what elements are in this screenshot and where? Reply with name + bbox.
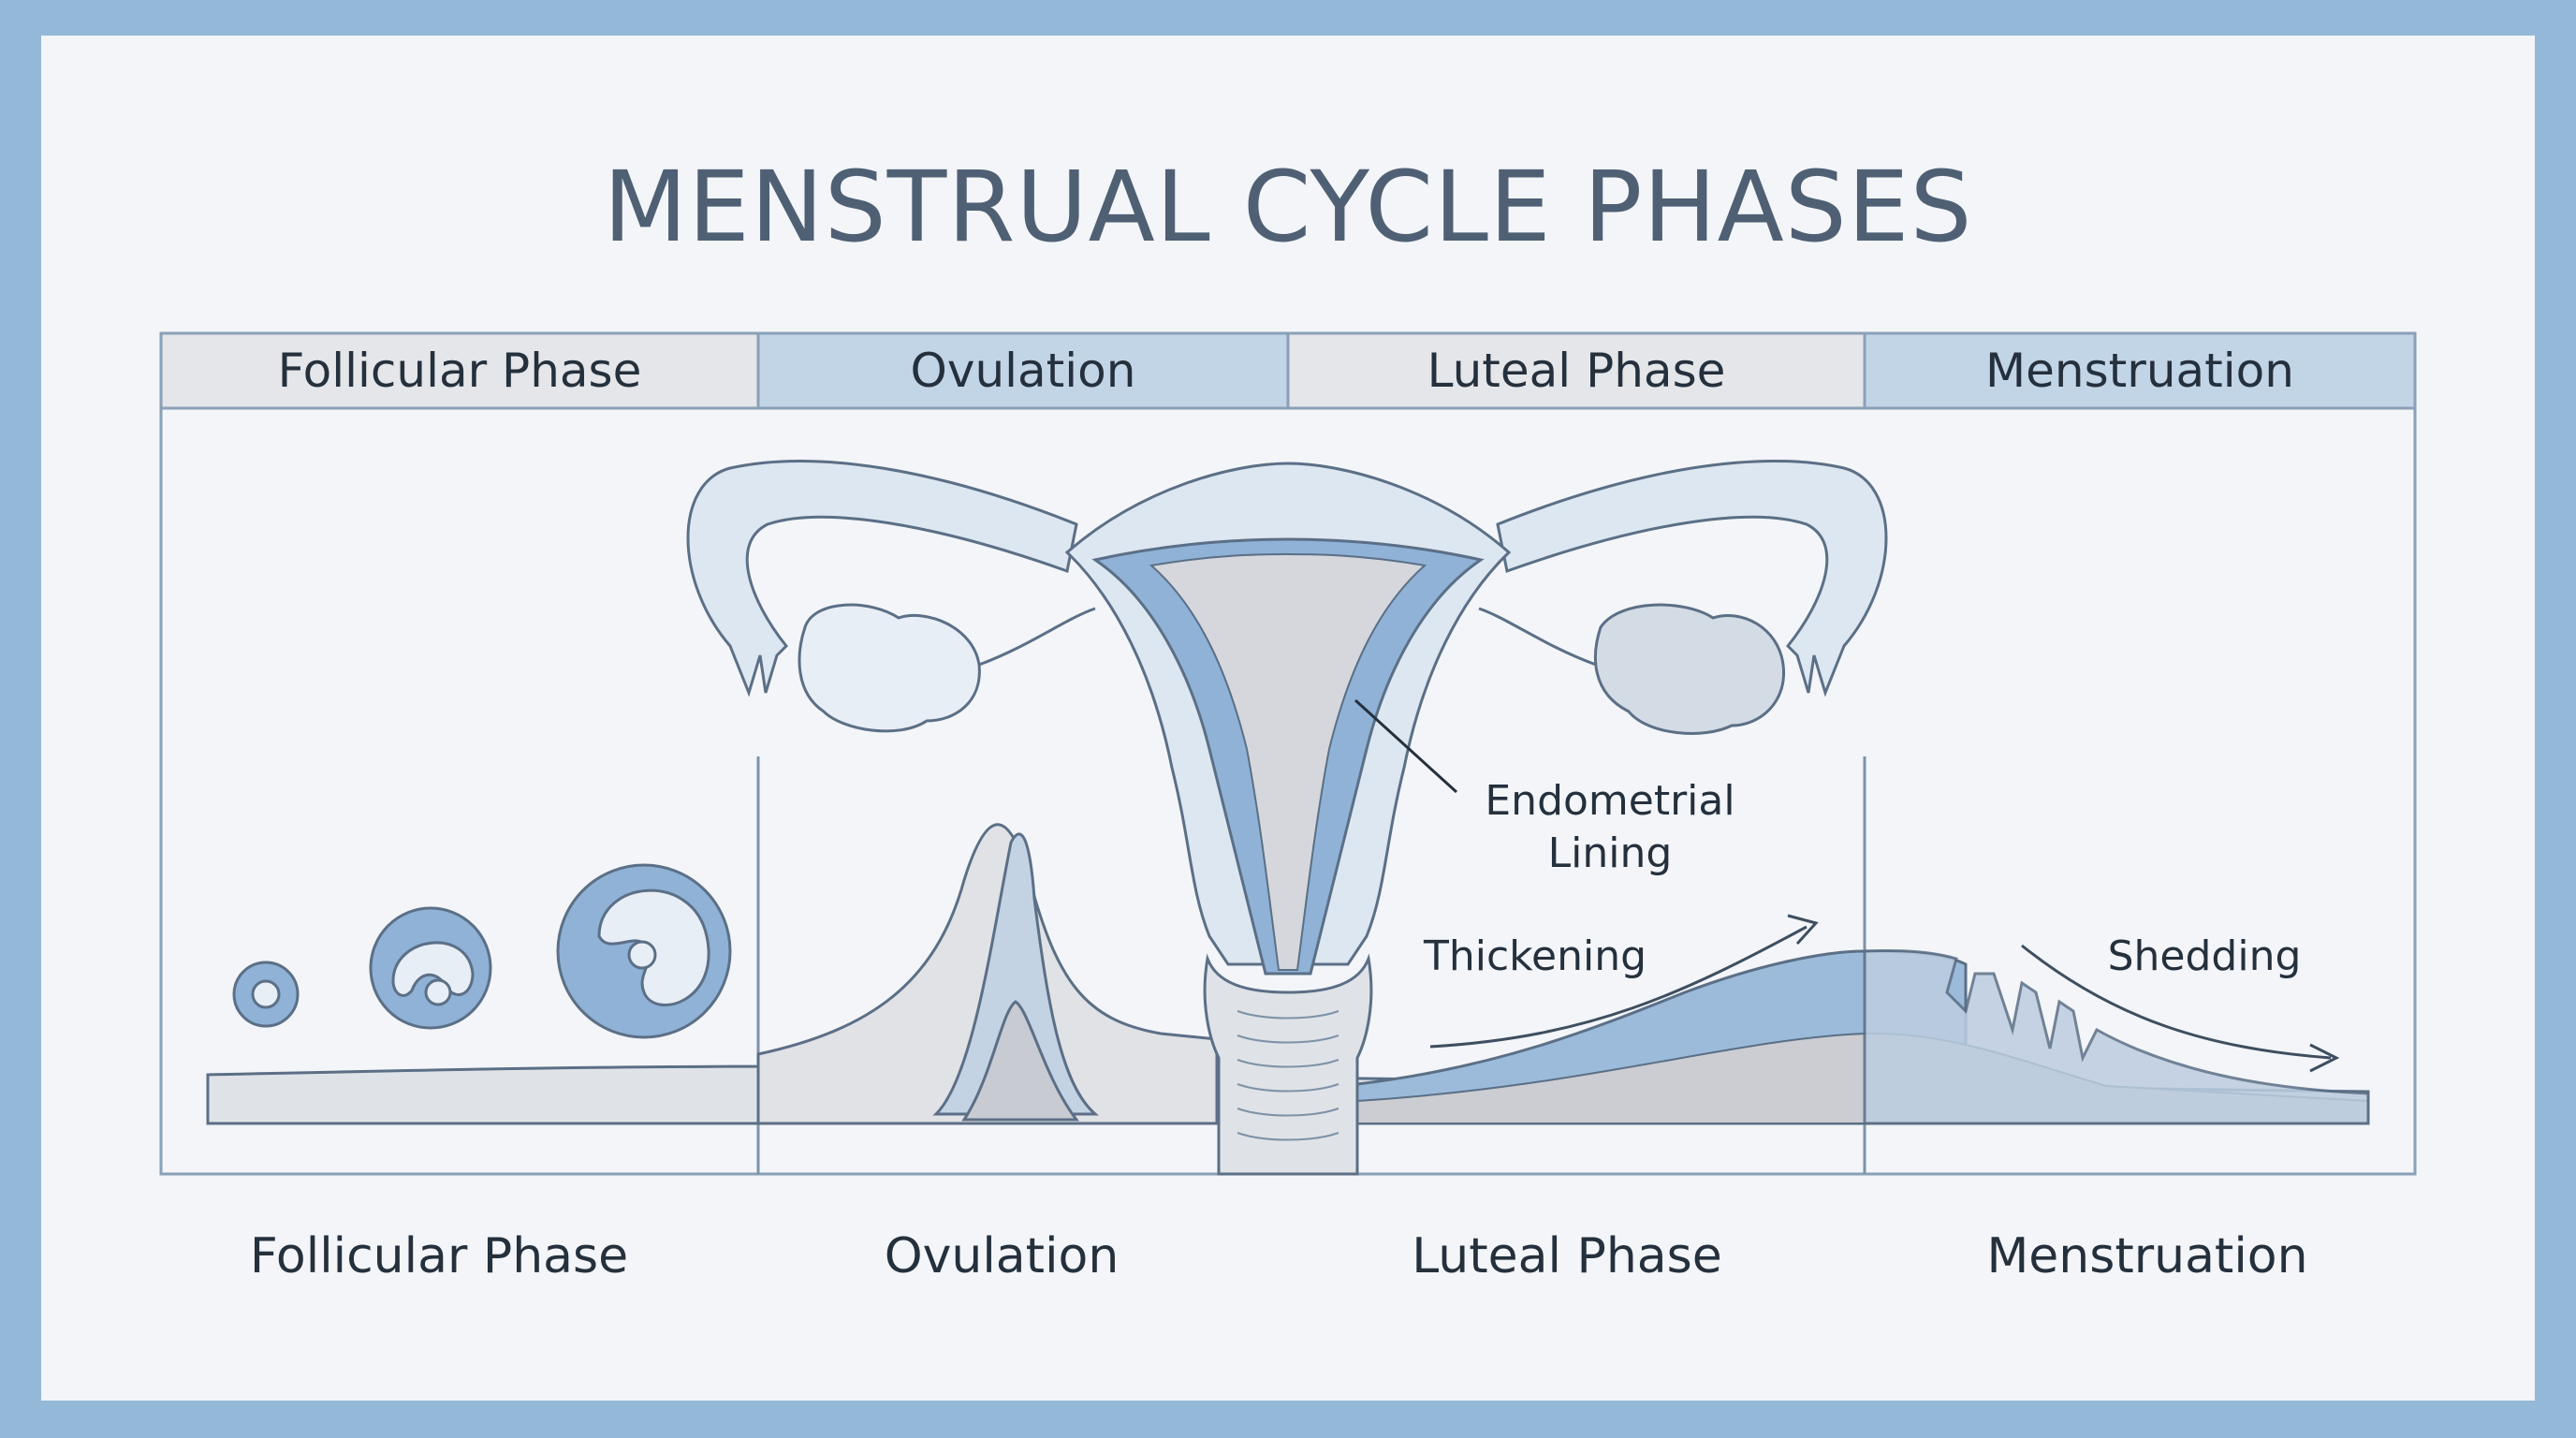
- follicle-small: [232, 961, 300, 1028]
- thickening-arrowhead: [1787, 914, 1819, 946]
- fallopian-tube-left: [686, 460, 1078, 697]
- annotation-shedding: Shedding: [2107, 932, 2302, 980]
- annotation-endometrial-line1: Endometrial: [1485, 777, 1735, 825]
- follicle-medium: [369, 906, 492, 1030]
- shedding-band: [1863, 948, 2370, 1125]
- uterine-cavity: [1149, 553, 1427, 971]
- thickening-arrow: [1429, 925, 1808, 1049]
- footer-follicular-phase: Follicular Phase: [249, 1228, 629, 1284]
- ovulation-peak-inner: [932, 832, 1100, 1116]
- shedding-arrow: [2021, 944, 2332, 1060]
- header-follicular-phase: Follicular Phase: [277, 344, 642, 398]
- ovary-left: [798, 603, 981, 733]
- ovarian-ligament-right: [1478, 607, 1597, 667]
- footer-ovulation: Ovulation: [884, 1228, 1120, 1284]
- header-luteal-phase: Luteal Phase: [1427, 344, 1726, 398]
- page-title: MENSTRUAL CYCLE PHASES: [603, 150, 1973, 264]
- follicle-large: [556, 863, 732, 1039]
- shedding-arrowhead: [2309, 1043, 2340, 1073]
- ovarian-ligament-left: [978, 607, 1096, 667]
- ovary-right: [1594, 603, 1786, 735]
- ovulation-peak-core: [961, 1000, 1080, 1122]
- header-menstruation: Menstruation: [1985, 344, 2294, 398]
- fallopian-tube-right: [1496, 460, 1888, 697]
- header-cell-menstruation: [1863, 331, 2417, 410]
- footer-luteal-phase: Luteal Phase: [1412, 1228, 1722, 1284]
- header-ovulation: Ovulation: [910, 344, 1136, 398]
- annotation-endometrial-line2: Lining: [1547, 829, 1673, 877]
- vaginal-rugae: [1237, 1010, 1339, 1141]
- endometrial-leader-line: [1354, 698, 1458, 794]
- footer-menstruation: Menstruation: [1986, 1228, 2308, 1284]
- annotation-thickening: Thickening: [1423, 932, 1647, 980]
